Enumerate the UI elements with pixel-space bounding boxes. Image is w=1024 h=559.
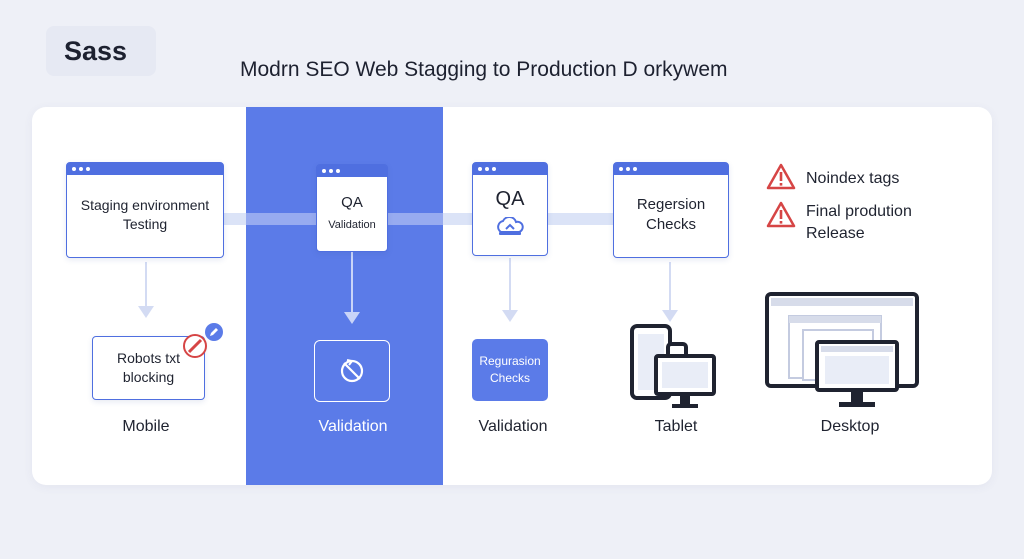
node-regression-label: Regersion Checks — [636, 195, 706, 233]
arrow-qa2-down — [502, 258, 518, 322]
arrow-staging-down — [138, 262, 154, 318]
arrow-qa-down — [344, 252, 360, 324]
warning-noindex: Noindex tags — [766, 163, 899, 190]
validation-icon-box[interactable] — [314, 340, 390, 402]
label-tablet: Tablet — [654, 418, 698, 435]
node-qa-sub: Validation — [328, 218, 376, 231]
connector-band-right — [386, 213, 443, 225]
label-mobile: Mobile — [122, 418, 170, 435]
window-bar — [614, 163, 728, 175]
brand-name: Sass — [64, 35, 128, 66]
cloud-sync-icon — [497, 216, 524, 236]
node-qa2-title: QA — [495, 188, 525, 211]
label-validation: Validation — [478, 418, 548, 435]
brand-logo: Sass — [46, 26, 156, 76]
node-robots-label: Robots txt blocking — [116, 350, 181, 385]
node-robots[interactable]: Robots txt blocking — [92, 336, 205, 400]
tablet-devices-icon — [630, 324, 716, 408]
warning-icon — [766, 201, 796, 228]
warning-noindex-label: Noindex tags — [806, 170, 900, 187]
connector-band — [246, 213, 318, 225]
arrow-regression-down — [662, 262, 678, 322]
window-bar — [473, 163, 547, 175]
warning-final-release-label: Final prodution Release — [806, 203, 912, 242]
edit-badge-icon — [205, 323, 223, 341]
node-regression[interactable]: Regersion Checks — [613, 162, 729, 258]
page-title: Modrn SEO Web Stagging to Production D o… — [240, 58, 728, 81]
node-qa-validation[interactable]: QA Validation — [316, 164, 388, 252]
node-staging[interactable]: Staging environment Testing — [66, 162, 224, 258]
connector-qa-regression — [548, 213, 616, 225]
sync-blocked-icon — [340, 359, 364, 383]
blocked-icon — [183, 334, 207, 358]
window-bar — [317, 165, 387, 177]
node-regression-filled-label: Regurasion Checks — [479, 354, 541, 385]
node-staging-label: Staging environment Testing — [80, 197, 210, 232]
desktop-devices-icon — [765, 292, 919, 407]
warning-final-release: Final prodution Release — [766, 201, 912, 244]
window-bar — [67, 163, 223, 175]
warning-icon — [766, 163, 796, 190]
node-qa[interactable]: QA — [472, 162, 548, 256]
node-regression-filled[interactable]: Regurasion Checks — [472, 339, 548, 401]
label-validation-blue: Validation — [318, 418, 388, 435]
label-desktop: Desktop — [820, 418, 880, 435]
node-qa-title: QA — [341, 194, 363, 212]
